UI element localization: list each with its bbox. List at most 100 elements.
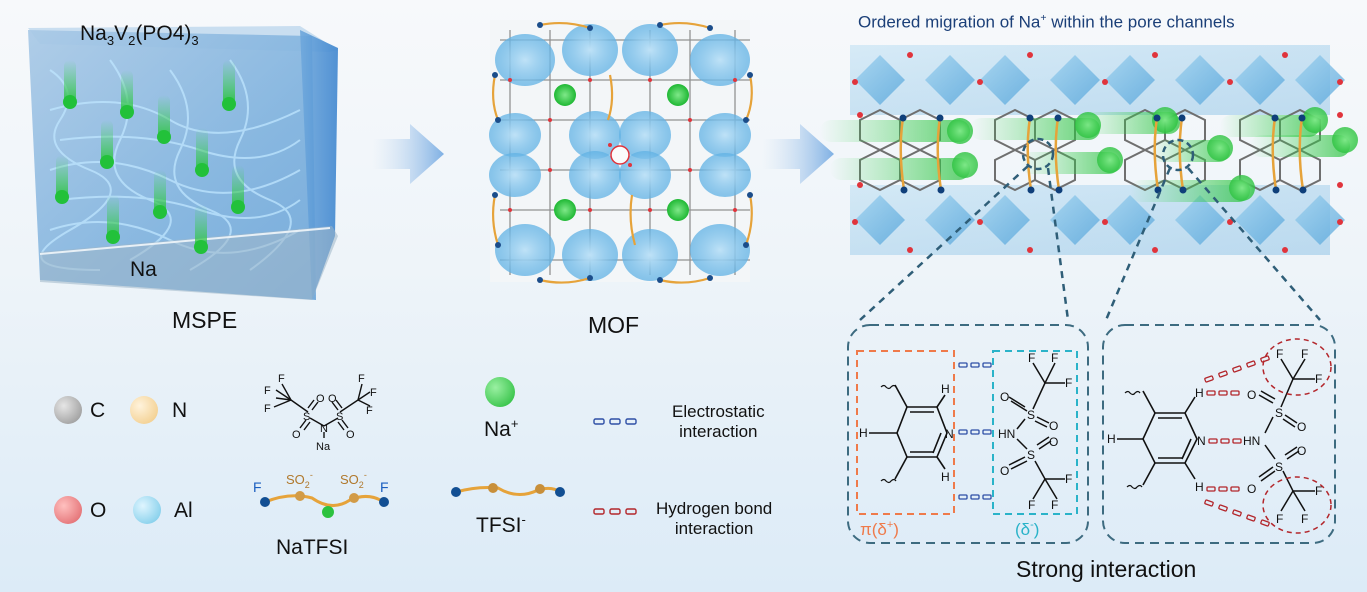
fluorine-label: F bbox=[380, 479, 389, 495]
natfsi-model: F F SO2- SO2- bbox=[253, 470, 389, 518]
tfsi-anion-model bbox=[451, 483, 565, 497]
svg-text:N: N bbox=[945, 427, 954, 441]
mof-caption: MOF bbox=[588, 312, 640, 338]
sodium-ion-icon bbox=[485, 377, 515, 407]
atom-o: O bbox=[316, 393, 325, 405]
svg-text:HN: HN bbox=[998, 427, 1015, 441]
fluorine-label: F bbox=[253, 479, 262, 495]
arrow-right-icon bbox=[762, 124, 834, 184]
legend-label-oxygen: O bbox=[90, 499, 107, 522]
atom-na: Na bbox=[316, 441, 331, 453]
svg-text:F: F bbox=[1028, 498, 1035, 512]
atom-s: S bbox=[303, 411, 310, 423]
atom-n: N bbox=[320, 423, 328, 435]
oxygen-atom-icon bbox=[54, 496, 82, 524]
mspe-panel: Na3V2(PO4)3 Na MSPE bbox=[0, 0, 340, 333]
tfsi-anion-label: TFSI- bbox=[476, 512, 526, 537]
svg-text:N: N bbox=[1197, 434, 1206, 448]
electrostatic-interaction-icon bbox=[593, 418, 637, 425]
highlight-circle bbox=[1161, 138, 1195, 172]
atom-o: O bbox=[346, 429, 355, 441]
mof-framework-illustration bbox=[489, 20, 753, 284]
legend-label-aluminum: Al bbox=[174, 499, 193, 522]
pi-delta-plus-label: π(δ+) bbox=[860, 519, 899, 539]
svg-text:O: O bbox=[1049, 419, 1058, 433]
atom-f: F bbox=[358, 373, 365, 385]
svg-text:O: O bbox=[1297, 420, 1306, 434]
pi-region-box bbox=[856, 350, 955, 515]
cube-front-face bbox=[28, 30, 316, 300]
svg-text:S: S bbox=[1027, 448, 1035, 462]
atom-f: F bbox=[366, 405, 373, 417]
anode-label: Na bbox=[130, 258, 157, 281]
legend-label-carbon: C bbox=[90, 399, 106, 422]
svg-text:F: F bbox=[1065, 376, 1072, 390]
sulfonyl-label: SO2- bbox=[286, 470, 313, 490]
strong-interaction-caption: Strong interaction bbox=[1016, 556, 1197, 582]
svg-text:HN: HN bbox=[1243, 434, 1260, 448]
legend-label-nitrogen: N bbox=[172, 399, 188, 422]
natfsi-label: NaTFSI bbox=[276, 536, 349, 559]
hydrogen-bond-icon bbox=[593, 508, 637, 515]
svg-text:S: S bbox=[1275, 406, 1283, 420]
cathode-label: Na3V2(PO4)3 bbox=[80, 22, 199, 49]
sodium-ion-trails bbox=[55, 60, 245, 254]
svg-text:F: F bbox=[1301, 347, 1308, 361]
svg-text:F: F bbox=[1051, 498, 1058, 512]
arrow-right-icon bbox=[372, 124, 444, 184]
carbon-atom-icon bbox=[54, 396, 82, 424]
mof-panel: MOF bbox=[460, 20, 760, 340]
svg-text:H: H bbox=[1195, 386, 1204, 400]
svg-text:H: H bbox=[941, 470, 950, 484]
atom-f: F bbox=[370, 387, 377, 399]
sodium-ion-streaks bbox=[820, 107, 1358, 202]
svg-text:S: S bbox=[1027, 408, 1035, 422]
svg-text:F: F bbox=[1276, 347, 1283, 361]
sodium-anode-plate bbox=[40, 226, 338, 300]
atom-o: O bbox=[328, 393, 337, 405]
svg-text:F: F bbox=[1315, 484, 1322, 498]
svg-text:F: F bbox=[1276, 512, 1283, 526]
highlight-circle bbox=[1021, 137, 1055, 171]
aluminum-oxo-clusters bbox=[489, 24, 751, 281]
svg-text:H: H bbox=[859, 426, 868, 440]
svg-text:O: O bbox=[1247, 388, 1256, 402]
cf3-highlight-top bbox=[1262, 338, 1332, 396]
mspe-cube-illustration bbox=[28, 26, 338, 300]
atom-f: F bbox=[264, 385, 271, 397]
svg-text:F: F bbox=[1065, 472, 1072, 486]
svg-text:O: O bbox=[1049, 435, 1058, 449]
interaction-detail-frame: H H N H F F F O S O HN O S O F F F π(δ+) bbox=[847, 324, 1336, 544]
svg-text:F: F bbox=[1051, 351, 1058, 365]
svg-text:S: S bbox=[1275, 460, 1283, 474]
atom-o: O bbox=[292, 429, 301, 441]
sulfonyl-label: SO2- bbox=[340, 470, 367, 490]
delta-minus-label: (δ-) bbox=[1015, 519, 1039, 539]
svg-text:O: O bbox=[1000, 390, 1009, 404]
nitrogen-atom-icon bbox=[130, 396, 158, 424]
atom-f: F bbox=[278, 373, 285, 385]
svg-text:O: O bbox=[1000, 464, 1009, 478]
sodium-ion-label: Na+ bbox=[484, 416, 519, 441]
pyridinium-ring-left bbox=[869, 384, 948, 484]
atom-s: S bbox=[336, 411, 343, 423]
migration-title: Ordered migration of Na+ within the pore… bbox=[858, 12, 1235, 32]
svg-text:F: F bbox=[1301, 512, 1308, 526]
atom-f: F bbox=[264, 403, 271, 415]
cf3-highlight-bottom bbox=[1262, 476, 1332, 534]
natfsi-structure: F F F O S O N Na O S O F F F bbox=[264, 373, 377, 453]
svg-text:O: O bbox=[1247, 482, 1256, 496]
svg-text:H: H bbox=[941, 382, 950, 396]
delta-region-box bbox=[992, 350, 1078, 515]
pyridinium-ring-right bbox=[1117, 390, 1198, 490]
aluminum-atom-icon bbox=[133, 496, 161, 524]
svg-text:F: F bbox=[1315, 372, 1322, 386]
sodium-ions-in-pores bbox=[554, 84, 689, 221]
svg-text:O: O bbox=[1297, 444, 1306, 458]
svg-text:H: H bbox=[1195, 480, 1204, 494]
mspe-caption: MSPE bbox=[172, 307, 238, 333]
svg-text:H: H bbox=[1107, 432, 1116, 446]
svg-text:F: F bbox=[1028, 351, 1035, 365]
